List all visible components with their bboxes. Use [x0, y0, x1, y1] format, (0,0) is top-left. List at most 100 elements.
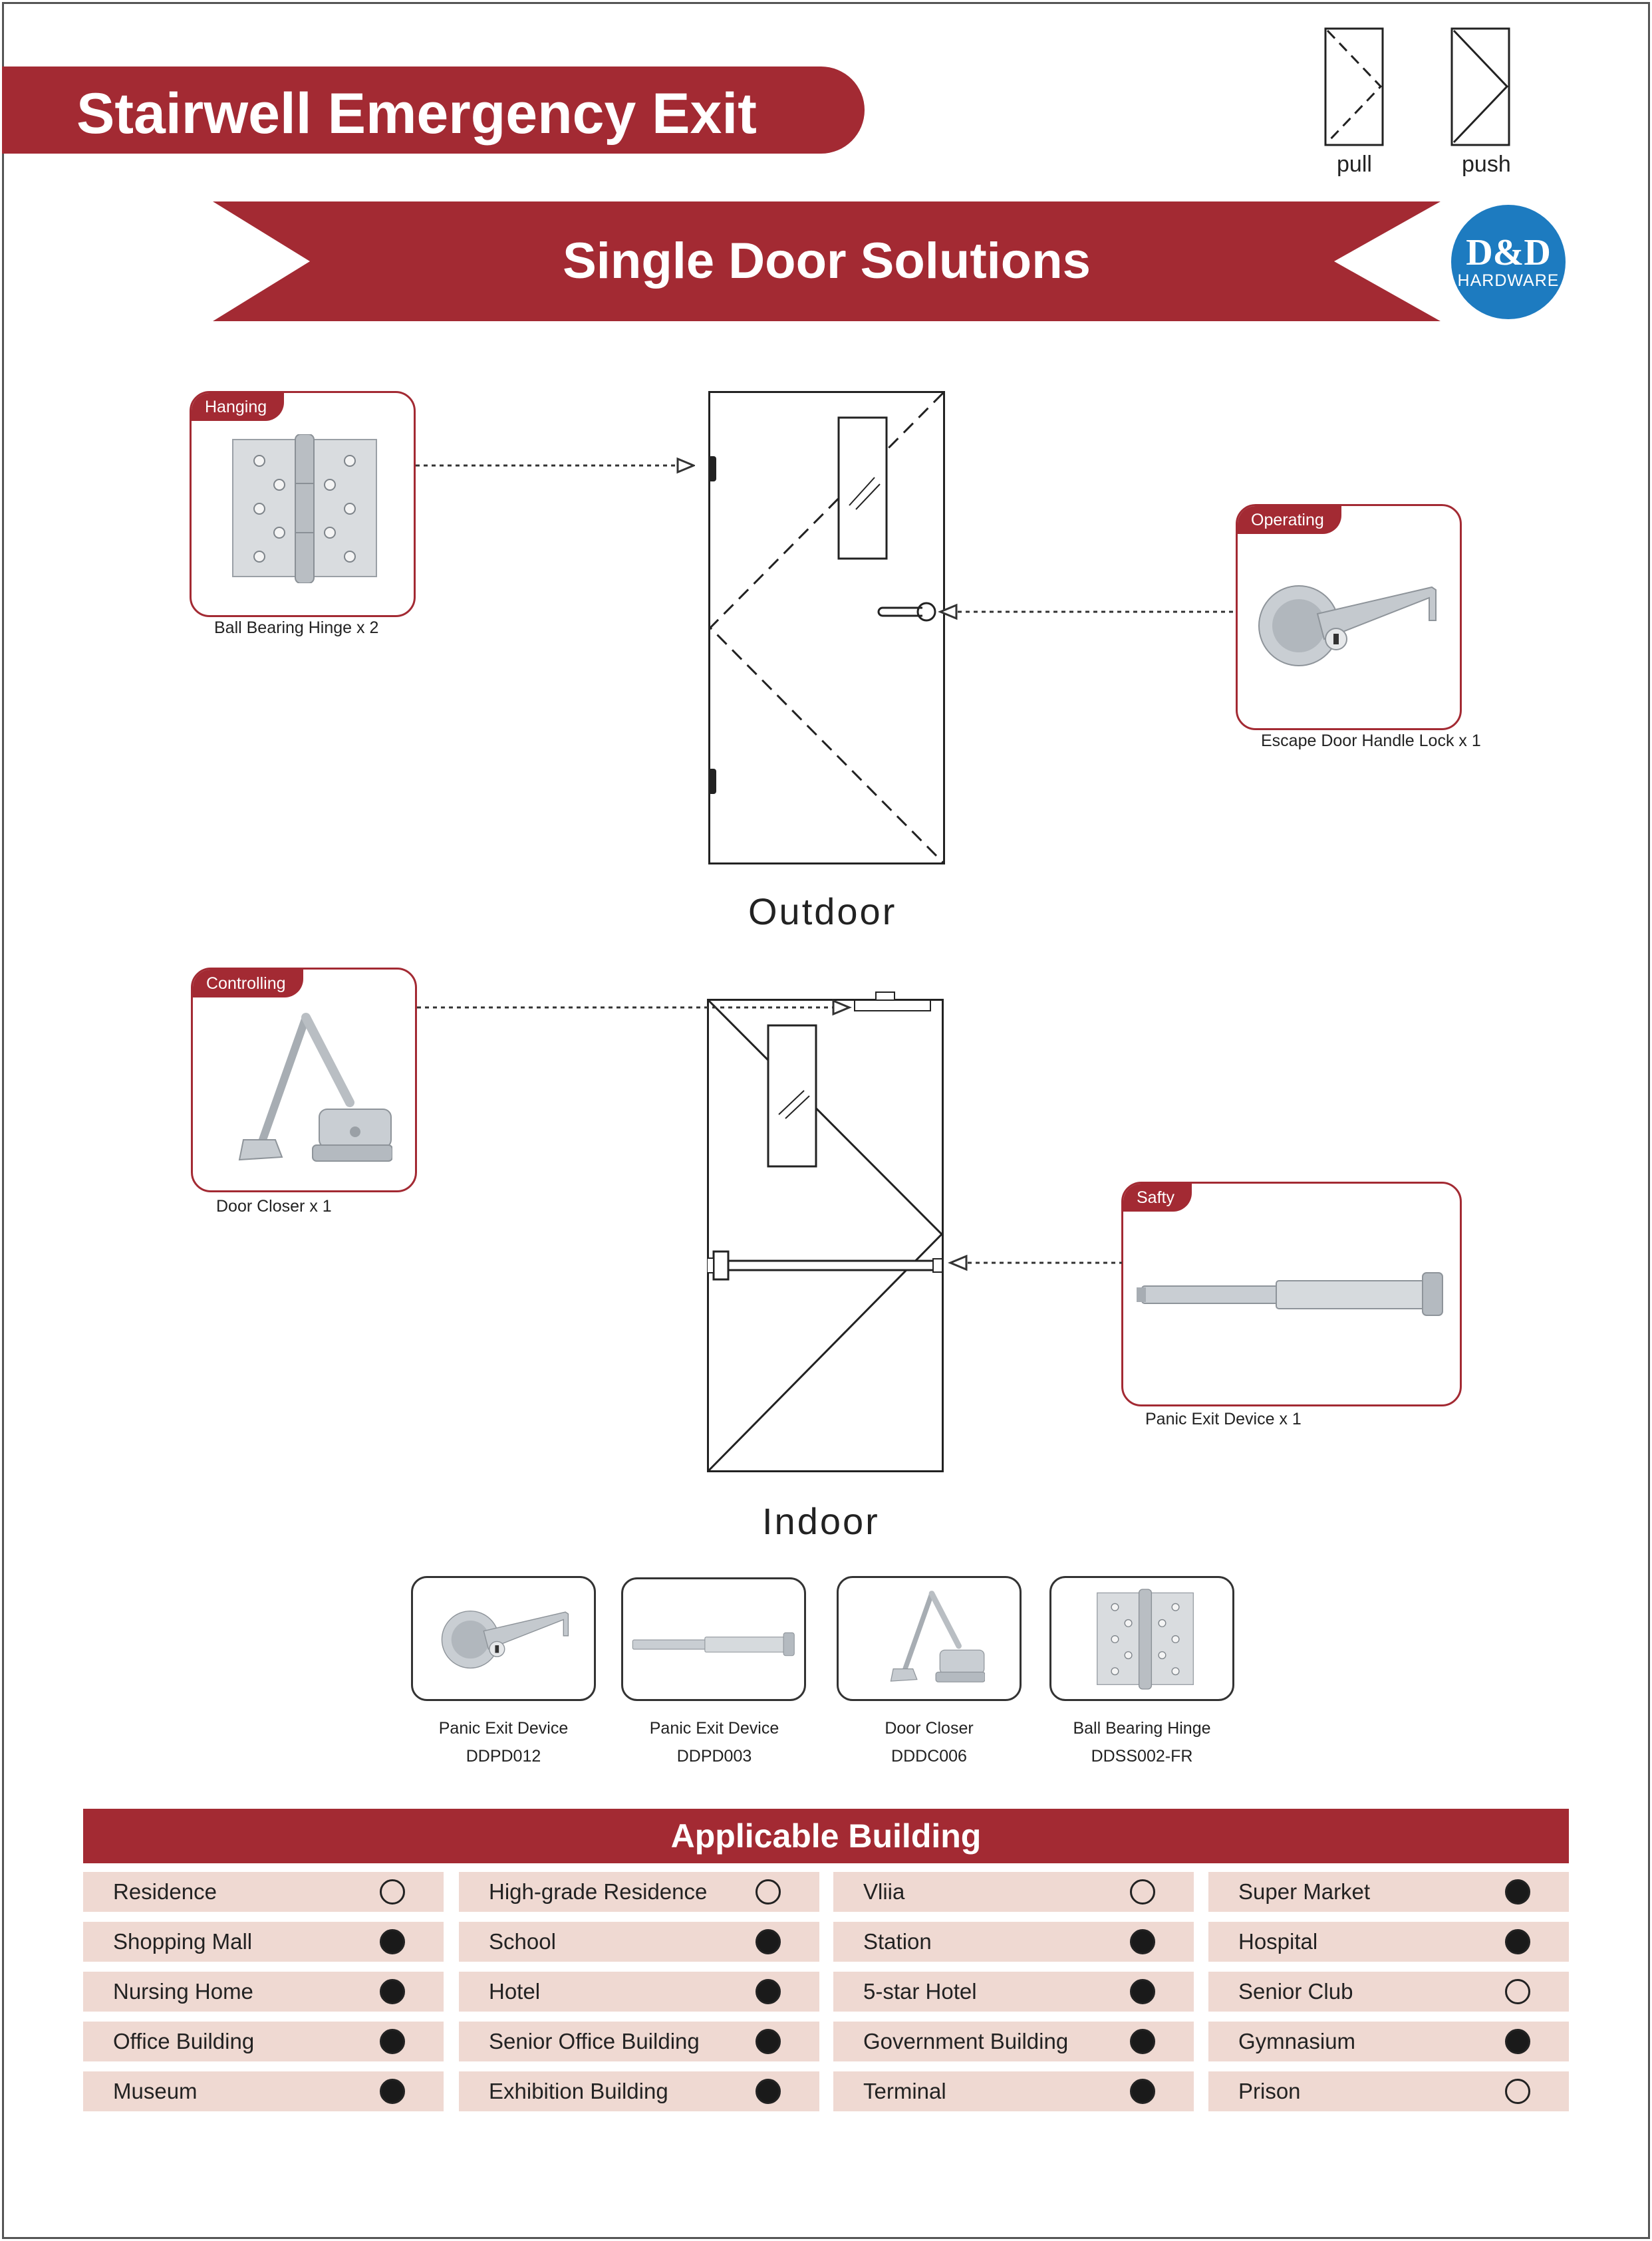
controlling-tag: Controlling: [193, 970, 303, 997]
building-cell: Super Market: [1208, 1872, 1569, 1912]
ribbon-title: Single Door Solutions: [563, 233, 1091, 289]
applicable-filled-circle-icon: [1130, 2029, 1155, 2054]
building-cell: Gymnasium: [1208, 2022, 1569, 2061]
outdoor-door-lines: [708, 392, 944, 864]
indoor-door: [707, 999, 944, 1472]
product-code-3: DDDC006: [891, 1747, 967, 1766]
building-name: School: [489, 1929, 556, 1954]
product-caption-4: Ball Bearing Hinge DDSS002-FR: [1042, 1714, 1242, 1770]
building-name: Government Building: [863, 2029, 1069, 2053]
applicable-filled-circle-icon: [1130, 1979, 1155, 2004]
operating-box: Operating: [1236, 504, 1462, 730]
building-name: 5-star Hotel: [863, 1979, 977, 2004]
operating-tag: Operating: [1238, 506, 1341, 534]
handle-arrow: [938, 603, 1237, 620]
hinge-arrow: [416, 457, 695, 474]
product-box-1: [411, 1576, 596, 1701]
product-box-3: [837, 1576, 1022, 1701]
lever-handle-icon: [1258, 585, 1437, 666]
building-cell: Hospital: [1208, 1922, 1569, 1962]
outdoor-label: Outdoor: [748, 890, 897, 932]
brand-logo: D&D HARDWARE: [1451, 205, 1566, 319]
building-name: High-grade Residence: [489, 1879, 708, 1904]
safety-box: Safty: [1121, 1182, 1462, 1406]
pull-label: pull: [1337, 152, 1372, 177]
controlling-box: Controlling: [191, 968, 417, 1192]
building-cell: Residence: [83, 1872, 444, 1912]
building-name: Residence: [113, 1879, 217, 1904]
applicable-filled-circle-icon: [1505, 1929, 1530, 1954]
panic-bar-icon: [1137, 1272, 1443, 1316]
product-box-2: [621, 1577, 806, 1701]
applicable-filled-circle-icon: [1130, 2079, 1155, 2104]
building-name: Prison: [1238, 2079, 1301, 2103]
building-cell: Government Building: [833, 2022, 1194, 2061]
push-label: push: [1462, 152, 1511, 177]
product-name-4: Ball Bearing Hinge: [1073, 1719, 1211, 1738]
building-name: Exhibition Building: [489, 2079, 668, 2103]
page-title: Stairwell Emergency Exit: [76, 82, 757, 146]
product-caption-3: Door Closer DDDC006: [829, 1714, 1029, 1770]
product-code-4: DDSS002-FR: [1091, 1747, 1193, 1766]
hinge-icon: [232, 434, 377, 583]
panic-bar-icon: [632, 1632, 795, 1656]
building-cell: Hotel: [459, 1972, 819, 2012]
applicable-filled-circle-icon: [380, 2079, 405, 2104]
building-name: Senior Office Building: [489, 2029, 700, 2053]
building-name: Shopping Mall: [113, 1929, 253, 1954]
applicable-filled-circle-icon: [756, 2029, 781, 2054]
applicable-filled-circle-icon: [380, 2029, 405, 2054]
building-cell: Shopping Mall: [83, 1922, 444, 1962]
building-cell: Vliia: [833, 1872, 1194, 1912]
building-cell: Senior Office Building: [459, 2022, 819, 2061]
door-closer-icon: [238, 1013, 392, 1162]
indoor-door-lines: [707, 991, 944, 1472]
building-name: Station: [863, 1929, 932, 1954]
applicable-filled-circle-icon: [756, 1929, 781, 1954]
hanging-caption: Ball Bearing Hinge x 2: [214, 618, 379, 637]
building-name: Super Market: [1238, 1879, 1371, 1904]
building-cell: Terminal: [833, 2071, 1194, 2111]
applicable-filled-circle-icon: [756, 2079, 781, 2104]
product-box-4: [1049, 1576, 1234, 1701]
door-closer-icon: [890, 1591, 985, 1682]
logo-line2: HARDWARE: [1457, 271, 1560, 290]
indoor-label: Indoor: [762, 1500, 880, 1542]
operating-caption: Escape Door Handle Lock x 1: [1261, 731, 1481, 750]
not-applicable-empty-circle-icon: [380, 1879, 405, 1905]
building-name: Senior Club: [1238, 1979, 1353, 2004]
building-name: Office Building: [113, 2029, 255, 2053]
ribbon-banner: [213, 201, 1441, 321]
product-caption-1: Panic Exit Device DDPD012: [404, 1714, 603, 1770]
building-cell: Nursing Home: [83, 1972, 444, 2012]
applicable-filled-circle-icon: [1505, 2029, 1530, 2054]
building-cell: Prison: [1208, 2071, 1569, 2111]
product-name-2: Panic Exit Device: [649, 1719, 779, 1738]
push-door-icon: [1450, 27, 1510, 146]
applicable-filled-circle-icon: [756, 1979, 781, 2004]
building-cell: Exhibition Building: [459, 2071, 819, 2111]
building-name: Nursing Home: [113, 1979, 253, 2004]
safety-caption: Panic Exit Device x 1: [1145, 1410, 1302, 1428]
product-code-2: DDPD003: [676, 1747, 752, 1766]
building-name: Hotel: [489, 1979, 541, 2004]
product-name-1: Panic Exit Device: [438, 1719, 569, 1738]
building-name: Terminal: [863, 2079, 946, 2103]
building-cell: Senior Club: [1208, 1972, 1569, 2012]
not-applicable-empty-circle-icon: [1130, 1879, 1155, 1905]
building-name: Museum: [113, 2079, 198, 2103]
building-cell: High-grade Residence: [459, 1872, 819, 1912]
safety-tag: Safty: [1123, 1184, 1192, 1212]
not-applicable-empty-circle-icon: [756, 1879, 781, 1905]
hanging-tag: Hanging: [192, 393, 285, 421]
applicable-filled-circle-icon: [380, 1979, 405, 2004]
pull-door-icon: [1324, 27, 1384, 146]
building-cell: Office Building: [83, 2022, 444, 2061]
hinge-icon: [1097, 1589, 1194, 1690]
building-cell: 5-star Hotel: [833, 1972, 1194, 2012]
not-applicable-empty-circle-icon: [1505, 1979, 1530, 2004]
building-cell: Museum: [83, 2071, 444, 2111]
panic-arrow: [948, 1254, 1122, 1271]
building-name: Gymnasium: [1238, 2029, 1356, 2053]
